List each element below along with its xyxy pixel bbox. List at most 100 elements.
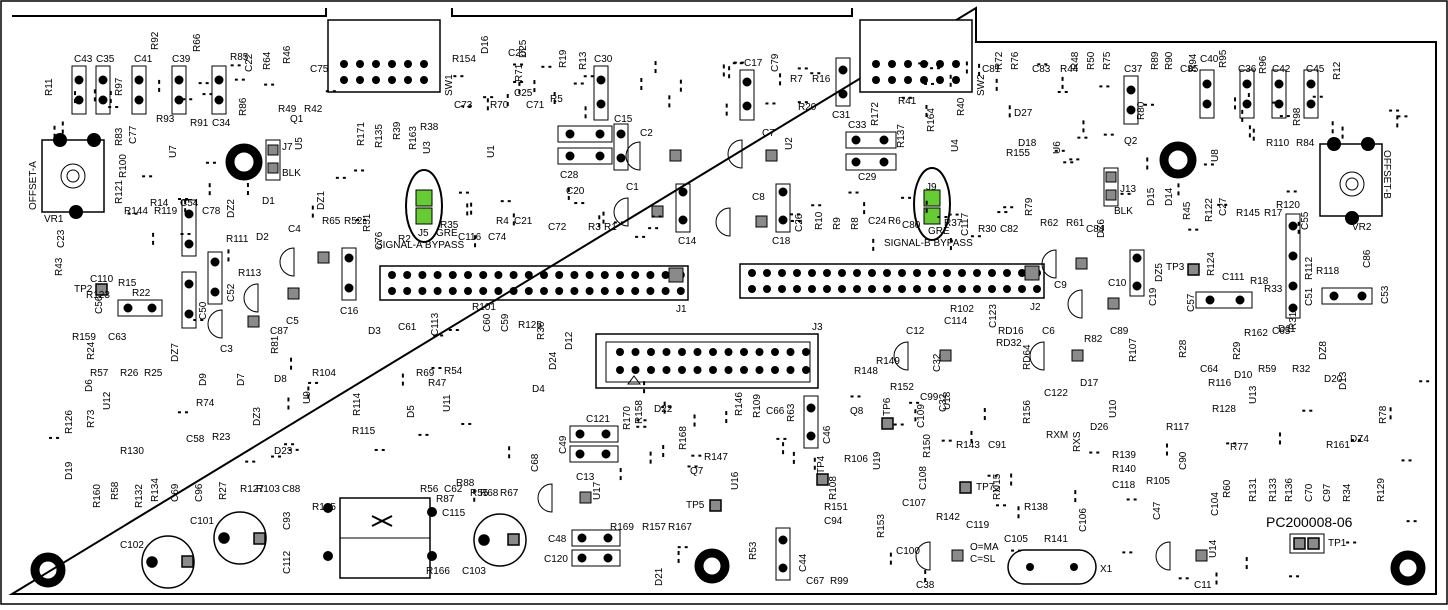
header-pin bbox=[928, 285, 936, 293]
component-label-r103: R103 bbox=[256, 484, 280, 495]
component-label-u18: U18 bbox=[942, 391, 953, 410]
component-label-c107: C107 bbox=[902, 498, 926, 509]
vr2-label: VR2 bbox=[1352, 222, 1372, 233]
component-label-r19: R19 bbox=[558, 49, 569, 68]
component-label-d2: D2 bbox=[256, 232, 269, 243]
header-pin bbox=[771, 366, 779, 374]
component-label-r73: R73 bbox=[86, 409, 97, 428]
component-label-c25: C25 bbox=[508, 48, 527, 59]
component-label-r157: R157 bbox=[642, 522, 666, 533]
component-label-r98: R98 bbox=[1292, 107, 1303, 126]
component-label-r153: R153 bbox=[876, 514, 887, 538]
component-label-r20: R20 bbox=[798, 102, 817, 113]
header-j7 bbox=[265, 139, 281, 181]
component-label-c48: C48 bbox=[548, 534, 567, 545]
header-pin bbox=[631, 271, 640, 279]
header-pin bbox=[585, 271, 594, 279]
component-label-r160: R160 bbox=[92, 484, 103, 508]
component-label-r144: R144 bbox=[124, 206, 148, 217]
component-label-c42: C42 bbox=[1272, 64, 1291, 75]
component-label-r91: R91 bbox=[190, 118, 209, 129]
component-label-r14: R14 bbox=[150, 198, 169, 209]
header-pin bbox=[540, 287, 548, 295]
component-label-c93: C93 bbox=[282, 511, 293, 530]
component-label-r90: R90 bbox=[1164, 51, 1175, 70]
component-label-c91: C91 bbox=[988, 440, 1007, 451]
component-label-r122: R122 bbox=[1204, 198, 1215, 222]
component-label-u3: U3 bbox=[422, 141, 433, 154]
header-pin bbox=[647, 348, 655, 356]
component-label-c103: C103 bbox=[462, 566, 486, 577]
component-label-c25: C25 bbox=[514, 88, 533, 99]
component-label-r25: R25 bbox=[144, 368, 163, 379]
header-pin bbox=[709, 348, 717, 356]
header-pin bbox=[786, 366, 795, 374]
component-label-u2: U2 bbox=[784, 137, 795, 150]
header-pin bbox=[662, 348, 671, 356]
component-label-r72: R72 bbox=[994, 51, 1005, 70]
component-label-c34: C34 bbox=[212, 118, 231, 129]
component-label-r44: R44 bbox=[1060, 64, 1079, 75]
header-pin bbox=[1003, 269, 1011, 277]
component-label-r36: R36 bbox=[536, 321, 547, 340]
component-label-r6: R6 bbox=[888, 216, 901, 227]
component-label-c45: C45 bbox=[1306, 64, 1325, 75]
component-label-c101: C101 bbox=[190, 516, 214, 527]
component-label-u19: U19 bbox=[872, 451, 883, 470]
component-label-d19: D19 bbox=[64, 461, 75, 480]
component-label-d5: D5 bbox=[406, 405, 417, 418]
component-label-c52: C52 bbox=[226, 283, 237, 302]
crystal-x1 bbox=[1007, 549, 1097, 585]
oma-label: O=MA bbox=[970, 542, 999, 553]
component-label-r111: R111 bbox=[226, 234, 249, 245]
tp6-label: TP6 bbox=[882, 397, 893, 416]
component-label-r68: R68 bbox=[480, 488, 499, 499]
j13-label: J13 bbox=[1120, 184, 1137, 195]
component-label-r151: R151 bbox=[824, 502, 848, 513]
component-label-r43: R43 bbox=[54, 257, 65, 276]
component-label-r119: R119 bbox=[154, 206, 178, 217]
vr1-label: VR1 bbox=[44, 214, 64, 225]
component-label-c81: C81 bbox=[982, 64, 1001, 75]
component-label-d7: D7 bbox=[236, 373, 247, 386]
component-label-r167: R167 bbox=[668, 522, 692, 533]
component-label-r137: R137 bbox=[896, 124, 907, 148]
component-label-d24: D24 bbox=[548, 351, 559, 370]
component-label-c26: C26 bbox=[794, 213, 805, 232]
component-label-d11: D11 bbox=[1278, 324, 1296, 335]
component-label-rd32: RD32 bbox=[996, 338, 1022, 349]
component-label-d4: D4 bbox=[532, 384, 545, 395]
component-label-c32: C32 bbox=[932, 353, 943, 372]
header-pin bbox=[793, 285, 801, 293]
component-label-c117: C117 bbox=[960, 212, 971, 236]
j5-label: J5 bbox=[418, 228, 429, 239]
component-label-r139: R139 bbox=[1112, 450, 1136, 461]
component-label-r34: R34 bbox=[1342, 483, 1353, 502]
header-pin bbox=[786, 348, 795, 356]
component-label-r128: R128 bbox=[1212, 404, 1236, 415]
component-label-r134: R134 bbox=[150, 478, 161, 502]
component-label-r96: R96 bbox=[1258, 55, 1269, 74]
component-label-r143: R143 bbox=[956, 440, 980, 451]
component-label-c69: C69 bbox=[170, 483, 181, 502]
component-label-c21: C21 bbox=[514, 216, 533, 227]
component-label-r169: R169 bbox=[610, 522, 634, 533]
component-label-r42: R42 bbox=[304, 104, 323, 115]
component-label-r101: R101 bbox=[472, 302, 496, 313]
component-label-r30: R30 bbox=[978, 224, 997, 235]
header-pin bbox=[778, 285, 786, 293]
component-label-c43: C43 bbox=[74, 54, 93, 65]
component-label-r116: R116 bbox=[1208, 378, 1232, 389]
j7-label: J7 bbox=[282, 142, 293, 153]
component-label-c87: C87 bbox=[270, 326, 289, 337]
big-caps bbox=[141, 511, 527, 589]
component-label-r158: R158 bbox=[634, 400, 645, 424]
component-label-r83: R83 bbox=[114, 127, 125, 146]
component-label-r47: R47 bbox=[428, 378, 447, 389]
component-label-r45: R45 bbox=[1182, 201, 1193, 220]
component-label-c74: C74 bbox=[488, 232, 507, 243]
component-label-r3: R3 bbox=[588, 222, 601, 233]
component-label-r113: R113 bbox=[238, 268, 262, 279]
component-label-r133: R133 bbox=[1268, 478, 1279, 502]
component-label-c80: C80 bbox=[902, 220, 921, 231]
